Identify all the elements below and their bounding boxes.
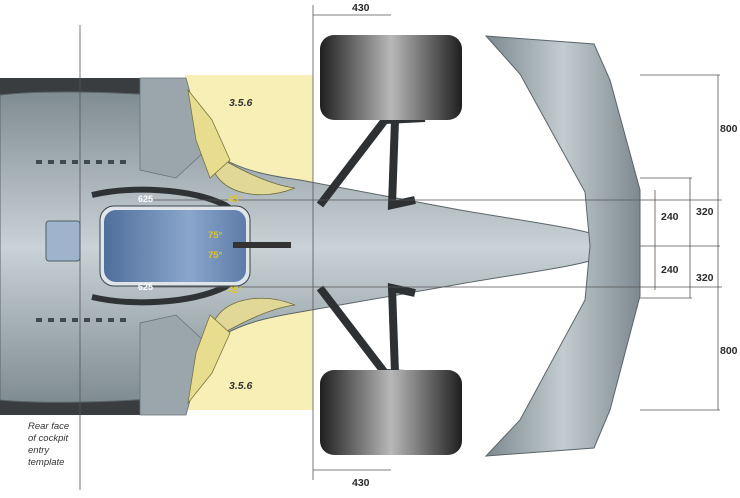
angle-upper: 75°: [208, 230, 223, 241]
front-tyre-lower: [320, 370, 462, 455]
ref-zone-upper: 3.5.6: [229, 97, 253, 109]
ref-zone-lower: 3.5.6: [229, 380, 253, 392]
cockpit-width-upper: 625: [138, 194, 153, 204]
vent-upper: [36, 160, 126, 164]
mirror-upper: [205, 149, 296, 196]
steering-column: [233, 242, 291, 248]
vent-lower: [36, 318, 126, 322]
angle-mirror-lower: 45°: [228, 285, 243, 296]
note-line4: template: [28, 457, 64, 468]
angle-lower: 75°: [208, 250, 223, 261]
cockpit-seat: [104, 210, 246, 282]
dim-inner-upper: 240: [661, 211, 679, 223]
angle-mirror-upper: 45°: [228, 194, 243, 205]
front-wing: [484, 35, 641, 457]
dim-tyre-bottom: 430: [352, 477, 370, 489]
yellow-vane-upper: [187, 88, 231, 179]
sidepod-upper: [139, 77, 207, 179]
airbox: [45, 220, 81, 262]
yellow-vane-lower: [187, 314, 231, 405]
dimension-lines: [79, 5, 722, 490]
mirror-lower: [205, 297, 296, 344]
cockpit-width-lower: 625: [138, 282, 153, 292]
sidepod-lower: [139, 314, 207, 416]
dim-inner-lower: 240: [661, 264, 679, 276]
dim-mid-upper: 320: [696, 206, 714, 218]
dim-tyre-top: 430: [352, 2, 370, 14]
note-line3: entry: [28, 445, 50, 456]
note-line2: of cockpit: [28, 433, 68, 444]
front-tyre-upper: [320, 35, 462, 120]
dim-wing-upper: 800: [720, 123, 738, 135]
dim-wing-lower: 800: [720, 345, 738, 357]
dim-mid-lower: 320: [696, 272, 714, 284]
note-line1: Rear face: [28, 421, 69, 432]
